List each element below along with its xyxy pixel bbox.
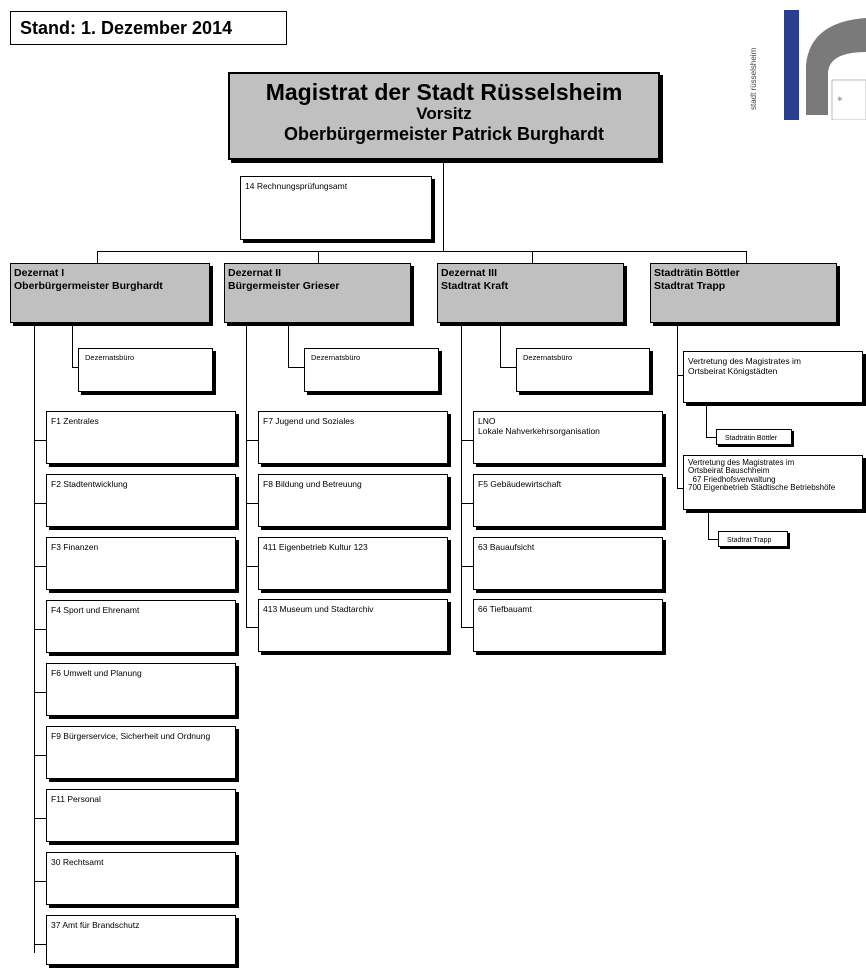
unit-box: F11 Personal [46, 789, 236, 842]
unit-box-lno: LNO Lokale Nahverkehrsorganisation [473, 411, 663, 464]
stadtraetin-boettler-box: Stadträtin Böttler [716, 429, 792, 445]
magistrat-box: Magistrat der Stadt Rüsselsheim Vorsitz … [228, 72, 660, 160]
unit-box: 411 Eigenbetrieb Kultur 123 [258, 537, 448, 590]
unit-box: 413 Museum und Stadtarchiv [258, 599, 448, 652]
dezernat-1-line1: Dezernat I [14, 267, 65, 279]
vertretung-bauschheim-box: Vertretung des Magistrates im Ortsbeirat… [683, 455, 863, 510]
dezernat-3-buero: Dezernatsbüro [516, 348, 650, 392]
dezernat-2-header: Dezernat II Bürgermeister Grieser [224, 263, 411, 323]
unit-box: F2 Stadtentwicklung [46, 474, 236, 527]
unit-box: F1 Zentrales [46, 411, 236, 464]
unit-box: 30 Rechtsamt [46, 852, 236, 905]
unit-box: F5 Gebäudewirtschaft [473, 474, 663, 527]
dezernat-1-header: Dezernat I Oberbürgermeister Burghardt [10, 263, 210, 323]
dezernat-3-header: Dezernat III Stadtrat Kraft [437, 263, 624, 323]
vertretung-1-line2: Ortsbeirat Königstädten [688, 365, 778, 376]
unit-lno-title: LNO [478, 416, 496, 426]
stadtraete-line2: Stadtrat Trapp [654, 279, 726, 292]
vertretung-2-line1: Vertretung des Magistrates im [688, 458, 795, 467]
unit-box: F6 Umwelt und Planung [46, 663, 236, 716]
dezernat-2-line2: Bürgermeister Grieser [228, 279, 340, 292]
unit-box: F4 Sport und Ehrenamt [46, 600, 236, 653]
unit-box: 63 Bauaufsicht [473, 537, 663, 590]
magistrat-subtitle: Vorsitz [416, 104, 472, 124]
city-logo: stadt rüsselsheim ✶ [744, 10, 866, 121]
date-label: Stand: 1. Dezember 2014 [10, 11, 287, 45]
magistrat-person: Oberbürgermeister Patrick Burghardt [283, 123, 605, 144]
stadtraete-line1: Stadträtin Böttler [654, 267, 740, 279]
vertretung-1-line1: Vertretung des Magistrates im [688, 356, 801, 366]
unit-box: F8 Bildung und Betreuung [258, 474, 448, 527]
rpa-box: 14 Rechnungsprüfungsamt [240, 176, 432, 240]
unit-box: 66 Tiefbauamt [473, 599, 663, 652]
svg-text:✶: ✶ [836, 94, 844, 104]
dezernat-1-line2: Oberbürgermeister Burghardt [14, 279, 163, 292]
unit-box: F7 Jugend und Soziales [258, 411, 448, 464]
unit-box: 37 Amt für Brandschutz [46, 915, 236, 965]
dezernat-1-buero: Dezernatsbüro [78, 348, 213, 392]
unit-box: F3 Finanzen [46, 537, 236, 590]
dezernat-2-line1: Dezernat II [228, 267, 282, 279]
vertretung-2-line2: Ortsbeirat Bauschheim [688, 466, 770, 476]
dezernat-3-line2: Stadtrat Kraft [441, 279, 509, 292]
unit-lno-sub: Lokale Nahverkehrsorganisation [478, 425, 600, 436]
vertretung-2-line3: 67 Friedhofsverwaltung [688, 474, 776, 484]
dezernat-2-buero: Dezernatsbüro [304, 348, 439, 392]
logo-text: stadt rüsselsheim [749, 47, 758, 110]
dezernat-3-line1: Dezernat III [441, 267, 498, 279]
unit-box: F9 Bürgerservice, Sicherheit und Ordnung [46, 726, 236, 779]
magistrat-title: Magistrat der Stadt Rüsselsheim [265, 79, 623, 105]
stadtraete-header: Stadträtin Böttler Stadtrat Trapp [650, 263, 837, 323]
vertretung-2-line4: 700 Eigenbetrieb Städtische Betriebshöfe [688, 483, 836, 493]
vertretung-koenigstaedten-box: Vertretung des Magistrates im Ortsbeirat… [683, 351, 863, 403]
stadtrat-trapp-box: Stadtrat Trapp [718, 531, 788, 547]
